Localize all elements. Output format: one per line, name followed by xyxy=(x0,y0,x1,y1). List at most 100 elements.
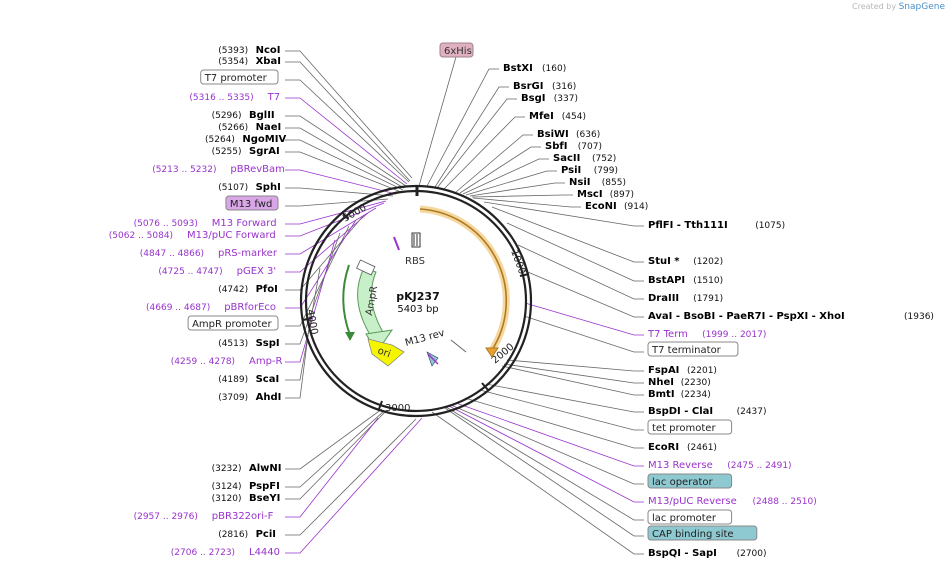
right-label-10-pos: (914) xyxy=(624,202,648,212)
ori-feature xyxy=(367,338,405,367)
left-label-3-name: T7 xyxy=(267,92,280,103)
right-label-1-name: BsrGI xyxy=(513,81,543,92)
tick-4000 xyxy=(302,317,313,321)
right-label-27-box xyxy=(647,509,733,525)
leader-right-0 xyxy=(426,68,499,187)
left-label-19-range: (4259 .. 4278) xyxy=(171,357,235,367)
m13rev-label: M13 rev xyxy=(404,328,446,349)
orf-arrowhead xyxy=(485,347,499,358)
leader-right-14 xyxy=(517,244,644,300)
left-label-27-name: L4440 xyxy=(249,547,280,558)
leader-right-6 xyxy=(462,158,549,195)
left-label-2-box xyxy=(200,69,279,85)
leader-left-19 xyxy=(285,239,336,363)
left-label-15-name: PfoI xyxy=(256,284,278,295)
left-label-12-name: M13/pUC Forward xyxy=(187,230,276,241)
left-label-1-pos: (5354) xyxy=(218,57,248,67)
leader-right-26 xyxy=(448,405,644,503)
right-label-3-pos: (454) xyxy=(562,112,586,122)
left-label-6-pos: (5264) xyxy=(205,135,235,145)
left-label-0-name: NcoI xyxy=(256,45,281,56)
left-label-23-pos: (3124) xyxy=(212,482,242,492)
leader-left-8 xyxy=(285,169,397,195)
leader-right-7 xyxy=(465,170,557,196)
his-tag-box xyxy=(439,42,474,58)
right-label-10-name: EcoNI xyxy=(585,201,617,212)
left-label-18-pos: (4513) xyxy=(218,339,248,349)
right-label-1-pos: (316) xyxy=(552,82,576,92)
leader-left-7 xyxy=(285,151,402,193)
leader-left-5 xyxy=(285,127,405,189)
leader-left-2 xyxy=(285,79,410,183)
left-label-25-name: pBR322ori-F xyxy=(212,511,274,522)
left-label-7-name: SgrAI xyxy=(249,146,280,157)
tick-label-4000: 4000 xyxy=(304,309,319,336)
right-label-14-name: DraIII xyxy=(648,293,679,304)
leader-right-5 xyxy=(459,146,541,194)
left-label-11-name: M13 Forward xyxy=(212,218,277,229)
leader-left-6 xyxy=(285,139,404,191)
m13-rev-primer-mark xyxy=(427,353,439,365)
left-label-10-box xyxy=(225,195,279,211)
ampr-inner-arrowhead xyxy=(345,332,355,341)
left-label-8-range: (5213 .. 5232) xyxy=(152,165,216,175)
left-label-9-pos: (5107) xyxy=(218,183,248,193)
left-label-27-range: (2706 .. 2723) xyxy=(171,548,235,558)
left-label-11-range: (5076 .. 5093) xyxy=(134,219,198,229)
right-label-14-pos: (1791) xyxy=(693,294,723,304)
leader-left-21 xyxy=(285,319,311,399)
leader-right-13 xyxy=(506,222,644,282)
left-label-4-name: BglII xyxy=(249,110,275,121)
right-label-17-box xyxy=(647,341,739,357)
right-label-7-pos: (799) xyxy=(594,166,618,176)
leader-right-2 xyxy=(436,98,517,189)
left-label-16-name: pBRforEco xyxy=(224,302,276,313)
leader-right-12 xyxy=(491,206,644,263)
plasmid-name: pKJ237 xyxy=(396,290,439,303)
leader-left-17 xyxy=(285,225,350,327)
leader-left-26 xyxy=(285,418,417,536)
left-label-21-pos: (3709) xyxy=(218,393,248,403)
tick-5000 xyxy=(341,211,349,220)
left-label-26-name: PciI xyxy=(256,529,276,540)
left-label-17-text: AmpR promoter xyxy=(192,319,272,330)
left-label-23-name: PspFI xyxy=(249,481,280,492)
right-label-16-range: (1999 .. 2017) xyxy=(702,330,766,340)
right-label-19-pos: (2230) xyxy=(681,378,711,388)
right-label-20-name: BmtI xyxy=(648,389,675,400)
leader-right-25 xyxy=(450,404,644,485)
right-label-29-name: BspQI - SapI xyxy=(648,548,717,559)
leader-right-21 xyxy=(485,383,644,413)
right-label-27-text: lac promoter xyxy=(652,513,717,524)
left-label-9-name: SphI xyxy=(256,182,281,193)
right-label-21-pos: (2437) xyxy=(737,407,767,417)
right-label-20-pos: (2234) xyxy=(681,390,711,400)
right-label-22-text: tet promoter xyxy=(652,423,716,434)
ampr-inner-arc xyxy=(342,264,351,336)
left-label-1-name: XbaI xyxy=(256,56,281,67)
left-label-10-text: M13 fwd xyxy=(230,199,272,210)
leader-right-15 xyxy=(522,269,644,318)
leader-lines xyxy=(285,50,644,555)
right-label-19-name: NheI xyxy=(648,377,674,388)
tick-label-3000: 3000 xyxy=(385,403,410,414)
leader-right-29 xyxy=(431,411,644,555)
leader-left-0 xyxy=(285,50,413,179)
left-label-20-name: ScaI xyxy=(256,374,280,385)
right-label-8-pos: (855) xyxy=(602,178,626,188)
orf-arc xyxy=(419,208,507,351)
left-label-13-range: (4847 .. 4866) xyxy=(140,249,204,259)
left-label-26-pos: (2816) xyxy=(218,530,248,540)
orf-arc-halo xyxy=(419,205,510,352)
right-label-26-name: M13/pUC Reverse xyxy=(648,496,737,507)
left-label-21-name: AhdI xyxy=(256,392,282,403)
right-label-28-box xyxy=(647,525,758,541)
left-label-3-range: (5316 .. 5335) xyxy=(189,93,253,103)
right-label-12-name: StuI * xyxy=(648,256,680,267)
snapgene-credit: Created by SnapGene xyxy=(852,2,945,12)
left-label-8-name: pBRevBam xyxy=(230,164,285,175)
leader-left-1 xyxy=(285,61,411,182)
right-label-15-name: AvaI - BsoBI - PaeR7I - PspXI - XhoI xyxy=(648,311,845,322)
